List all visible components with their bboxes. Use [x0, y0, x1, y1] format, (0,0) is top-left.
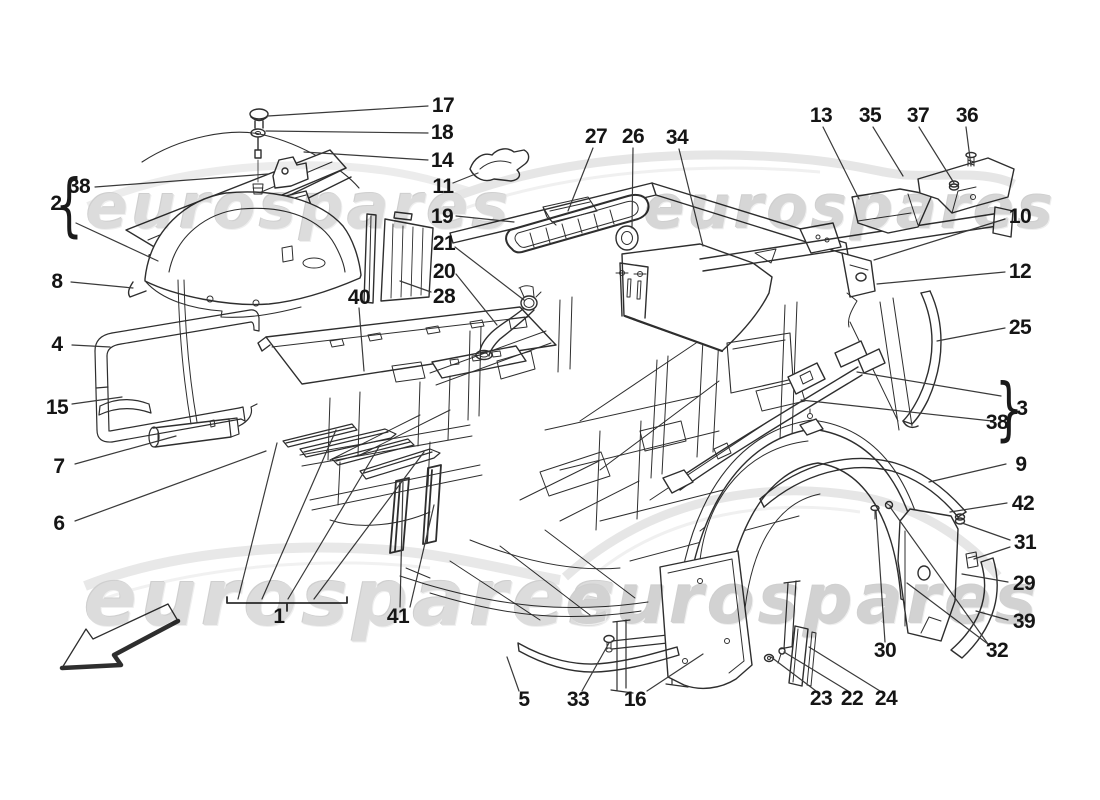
callout-39: 39 — [1012, 610, 1036, 633]
trim-crescent-39 — [950, 557, 998, 659]
leader-line — [873, 218, 1006, 261]
callout-15: 15 — [45, 396, 69, 419]
group-brace-left: { — [55, 163, 83, 245]
drain-hose-group — [475, 285, 542, 361]
callout-1: 1 — [273, 605, 285, 628]
callout-12: 12 — [1008, 260, 1032, 283]
strip-24-22 — [763, 625, 817, 687]
front-frame-group — [94, 309, 260, 448]
callout-24: 24 — [874, 687, 898, 710]
callout-26: 26 — [621, 125, 645, 148]
sill-strips-group — [282, 423, 442, 554]
callout-17: 17 — [431, 94, 455, 117]
leader-line — [358, 307, 365, 372]
leader-line — [70, 281, 134, 289]
leader-line — [975, 610, 1009, 621]
callout-21: 21 — [432, 232, 456, 255]
callout-29: 29 — [1012, 572, 1036, 595]
leader-line — [267, 105, 429, 117]
callout-31: 31 — [1013, 531, 1037, 554]
callout-5: 5 — [518, 688, 530, 711]
support-posts — [610, 580, 801, 694]
callout-18: 18 — [430, 121, 454, 144]
callout-7: 7 — [53, 455, 65, 478]
bolt-22 — [777, 647, 786, 664]
leader-line — [876, 271, 1006, 285]
callout-10: 10 — [1008, 205, 1032, 228]
callout-3: 3 — [1016, 397, 1028, 420]
callout-2: 2 — [50, 192, 62, 215]
leader-line — [581, 642, 610, 692]
leader-line — [399, 280, 432, 293]
callout-38: 38 — [985, 411, 1009, 434]
leader-line — [936, 327, 1006, 342]
callout-13: 13 — [809, 104, 833, 127]
leader-line — [455, 215, 515, 223]
leader-line — [928, 463, 1007, 483]
callout-42: 42 — [1011, 492, 1035, 515]
callout-37: 37 — [906, 104, 930, 127]
callout-16: 16 — [623, 688, 647, 711]
callout-9: 9 — [1015, 453, 1027, 476]
callout-11: 11 — [432, 175, 454, 198]
leader-line — [800, 399, 993, 422]
leader-line — [455, 273, 498, 326]
washer-23 — [763, 653, 775, 663]
leader-line — [646, 653, 704, 692]
callout-4: 4 — [51, 333, 63, 356]
direction-arrow — [59, 603, 181, 671]
callout-20: 20 — [432, 260, 456, 283]
callout-22: 22 — [840, 687, 864, 710]
callout-30: 30 — [873, 639, 897, 662]
leader-line — [783, 651, 849, 692]
callout-8: 8 — [51, 270, 63, 293]
leader-line — [75, 222, 159, 262]
leader-line — [770, 656, 817, 692]
leader-line — [906, 582, 989, 645]
leader-line — [454, 246, 525, 301]
leader-line — [303, 151, 429, 161]
callout-28: 28 — [432, 285, 456, 308]
callout-23: 23 — [809, 687, 833, 710]
callout-34: 34 — [665, 126, 689, 149]
callout-33: 33 — [566, 688, 590, 711]
callout-35: 35 — [858, 104, 882, 127]
callout-40: 40 — [347, 286, 371, 309]
leader-line — [74, 435, 177, 465]
leader-line — [506, 656, 520, 692]
leader-line — [71, 344, 111, 348]
callout-36: 36 — [955, 104, 979, 127]
callout-25: 25 — [1008, 316, 1032, 339]
callout-38: 38 — [67, 175, 91, 198]
leader-line — [74, 450, 267, 522]
leader-line — [265, 130, 429, 134]
grommet-26 — [615, 225, 639, 251]
callout-41: 41 — [386, 605, 410, 628]
callout-6: 6 — [53, 512, 65, 535]
callout-19: 19 — [430, 205, 454, 228]
leader-line — [808, 646, 881, 692]
seal-strip-25 — [902, 290, 942, 429]
callout-27: 27 — [584, 125, 608, 148]
group-brace-right: } — [995, 367, 1023, 449]
leader-line — [71, 396, 123, 405]
leader-line — [856, 371, 1002, 397]
callout-14: 14 — [430, 149, 454, 172]
callout-32: 32 — [985, 639, 1009, 662]
